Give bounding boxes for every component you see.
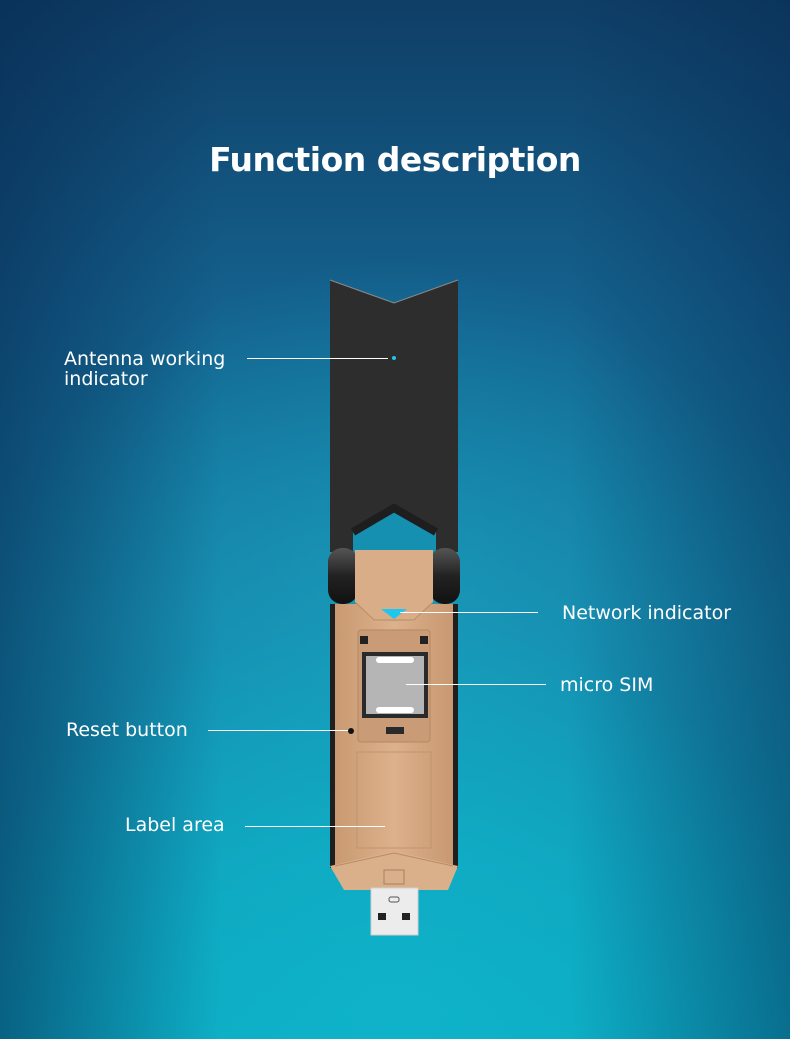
antenna-indicator-led — [392, 356, 396, 360]
label-area-panel — [356, 751, 432, 849]
leader-line-antenna — [247, 358, 388, 359]
callout-reset-button: Reset button — [66, 719, 188, 741]
callout-network-indicator: Network indicator — [562, 602, 732, 624]
callout-antenna-working-indicator: Antenna working indicator — [64, 349, 225, 389]
micro-sim-card — [366, 656, 424, 714]
callout-micro-sim: micro SIM — [560, 674, 654, 696]
leader-line-network — [400, 612, 538, 613]
callout-antenna-line2: indicator — [64, 368, 148, 390]
leader-line-label-area — [245, 826, 385, 827]
antenna-flap — [329, 279, 459, 552]
reset-button-hole — [348, 728, 354, 734]
usb-plug — [370, 887, 419, 936]
leader-line-micro-sim — [406, 684, 546, 685]
callout-antenna-line1: Antenna working — [64, 348, 226, 370]
page-title: Function description — [209, 140, 581, 179]
callout-label-area: Label area — [125, 814, 225, 836]
leader-line-reset — [208, 730, 348, 731]
network-indicator-led — [381, 609, 407, 619]
